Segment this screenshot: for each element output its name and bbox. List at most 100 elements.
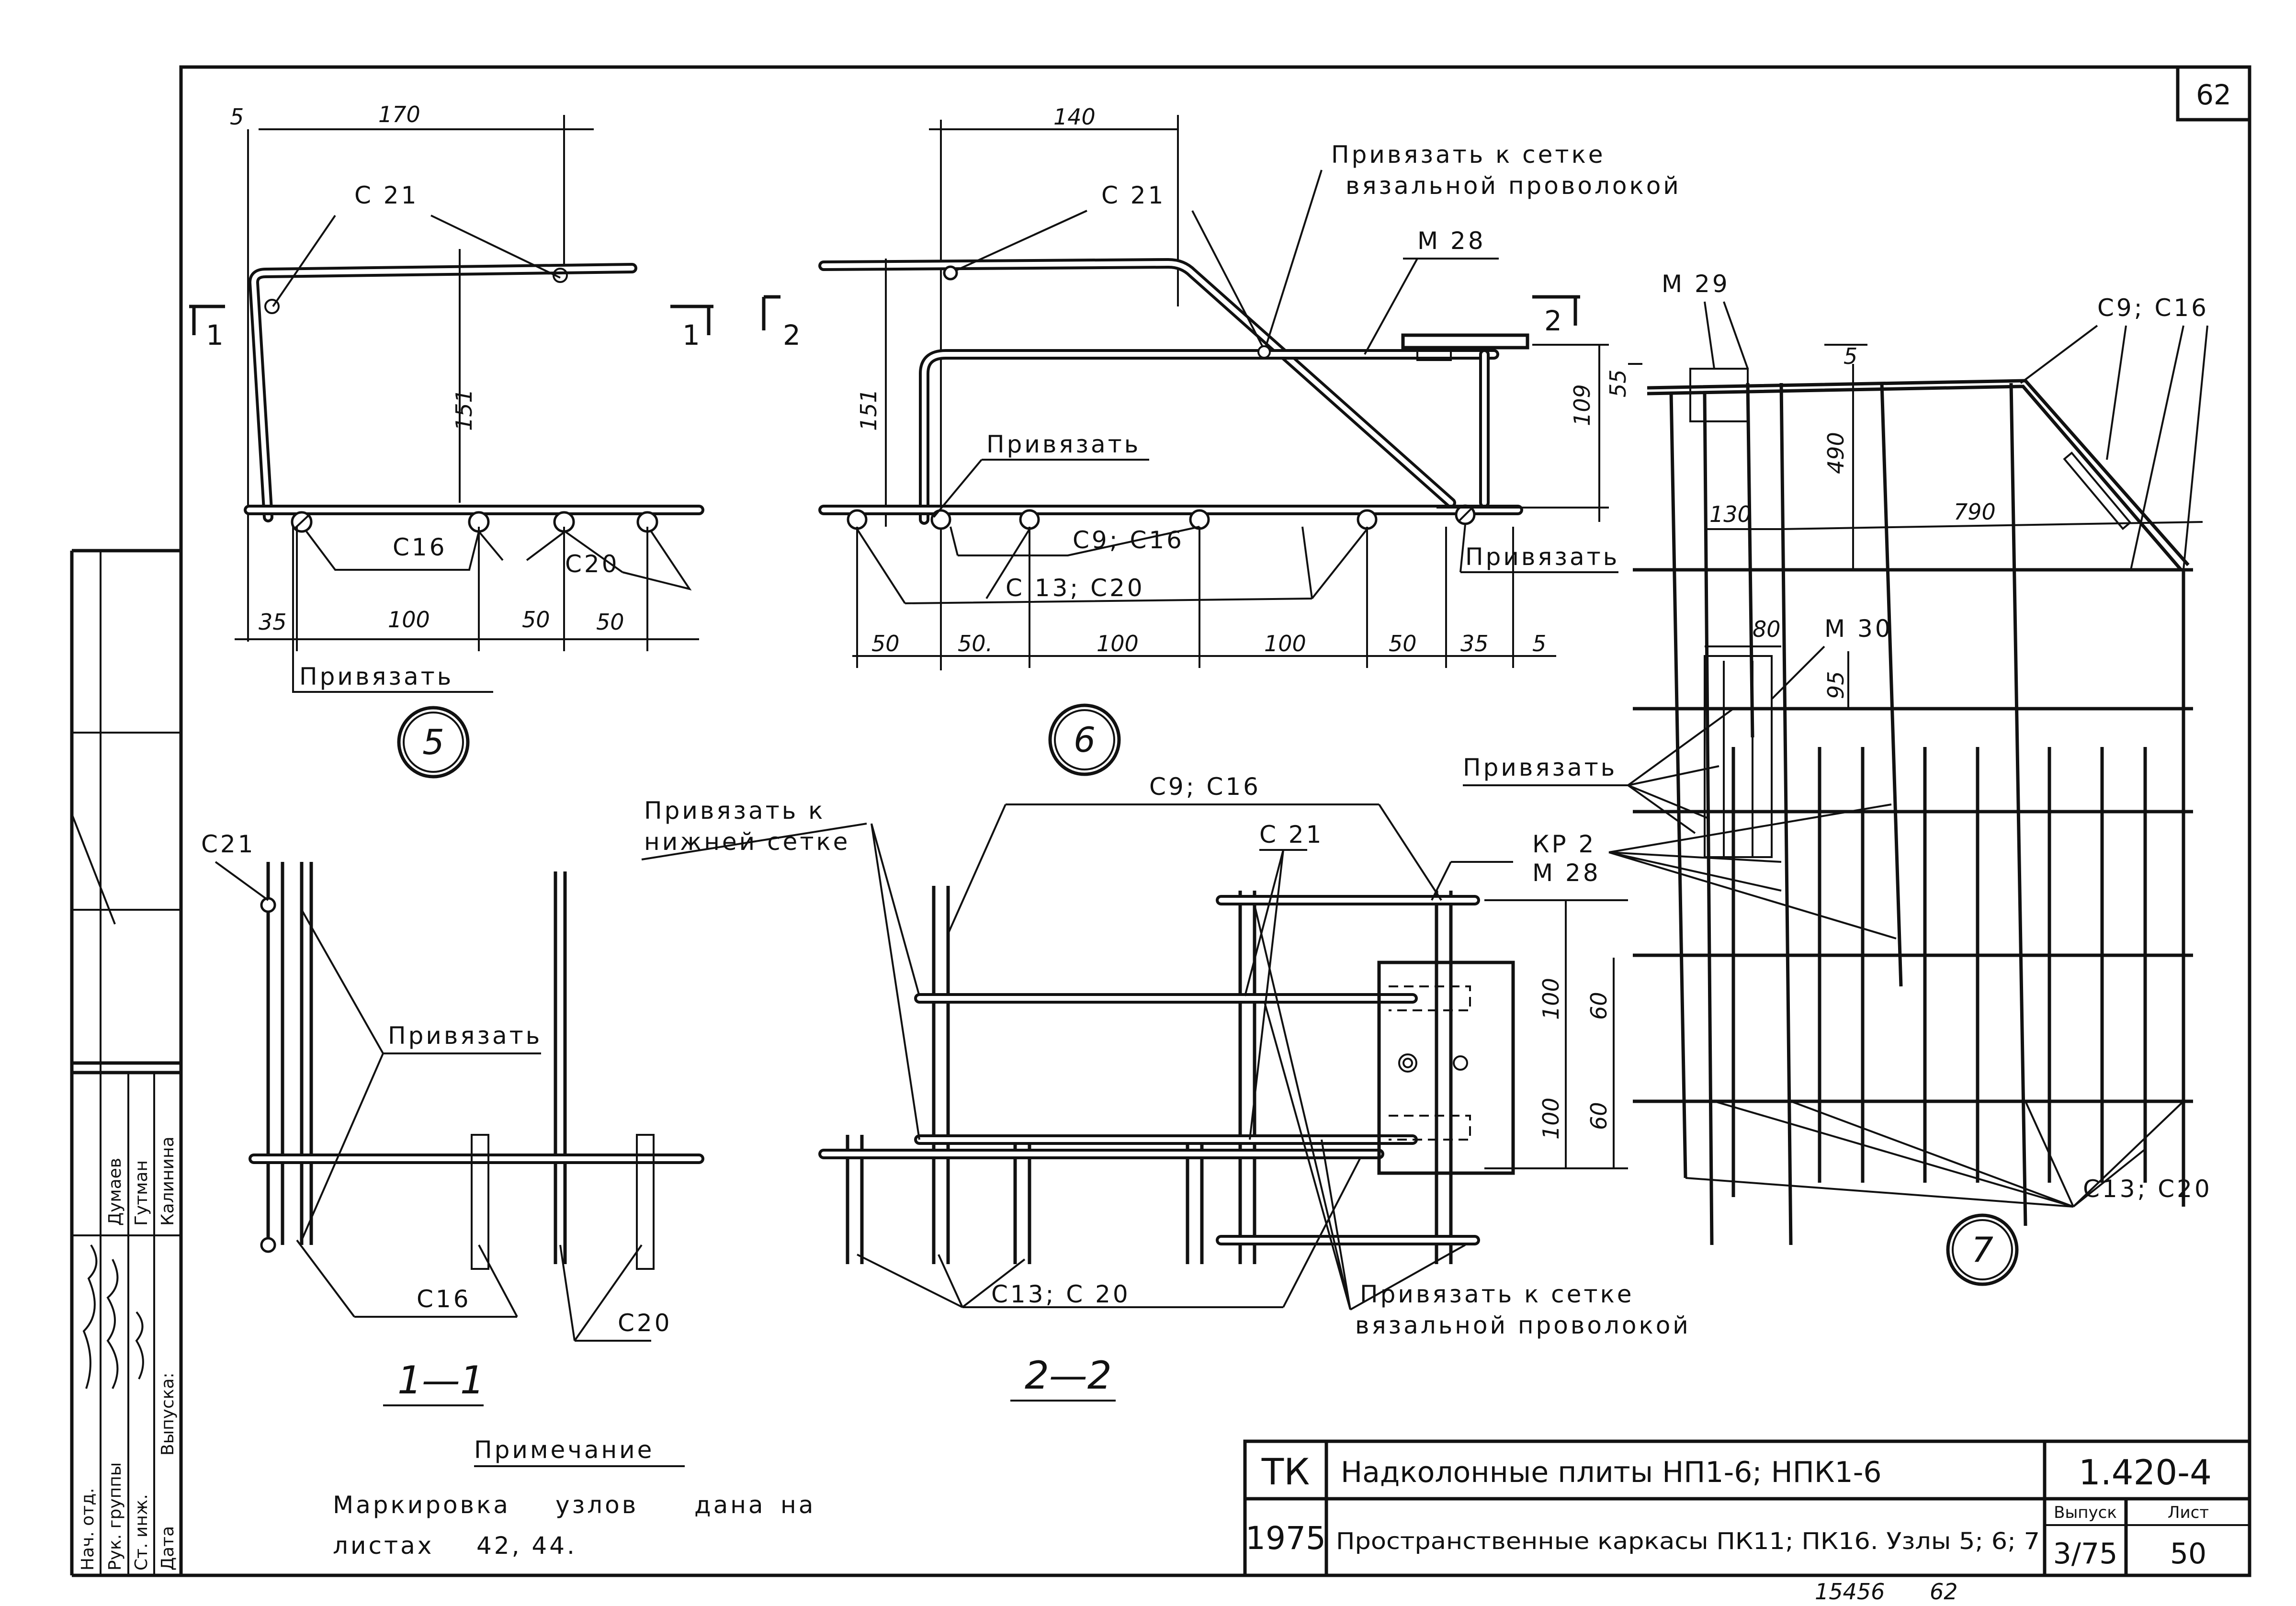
note-line1-c: дана xyxy=(694,1491,766,1519)
note-line1-a: Маркировка xyxy=(333,1491,510,1519)
dim-60-s22a: 60 xyxy=(1586,992,1612,1020)
side-row-4: Дата xyxy=(158,1526,178,1571)
tie-label-6a: Привязать xyxy=(986,430,1141,458)
section-mark-1-left xyxy=(189,305,225,335)
side-name-1: Думаев xyxy=(105,1158,125,1226)
tie-label-7: Привязать xyxy=(1463,754,1617,781)
mark-c21-6: С 21 xyxy=(1101,181,1165,209)
note-line1-b: узлов xyxy=(555,1491,638,1519)
node-6-circle xyxy=(1048,703,1121,776)
dim-130: 130 xyxy=(1709,501,1752,527)
bottom-number-right: 62 xyxy=(1930,1579,1958,1605)
dim-50-6a: 50 xyxy=(871,631,900,656)
dim-100-6a: 100 xyxy=(1097,631,1139,656)
dim-100-s22b: 100 xyxy=(1538,1097,1564,1140)
stamp-issue: 3/75 xyxy=(2053,1537,2118,1571)
section-mark-1-left-label: 1 xyxy=(206,319,224,351)
plate-m28 xyxy=(1401,333,1529,350)
node-5-drawing: 5 170 151 С 21 С16 С20 35 100 50 50 Прив… xyxy=(189,102,713,779)
dim-109: 109 xyxy=(1569,384,1595,426)
dim-35: 35 xyxy=(259,609,287,635)
dim-151-6: 151 xyxy=(856,389,882,431)
dim-100: 100 xyxy=(388,607,430,633)
dim-100-6b: 100 xyxy=(1264,631,1306,656)
dim-60-s22b: 60 xyxy=(1586,1102,1612,1130)
mark-c13-c20-s22: С13; С 20 xyxy=(991,1280,1131,1308)
node-6-label: 6 xyxy=(1074,720,1096,760)
dim-80: 80 xyxy=(1753,616,1781,642)
sheet-number: 62 xyxy=(2196,79,2231,111)
bar-c21-top xyxy=(248,263,637,522)
stamp-code: 1.420-4 xyxy=(2079,1452,2212,1493)
section-2-2-drawing: 100 60 60 100 С9; С16 С 21 Привязать к н… xyxy=(641,773,1688,1402)
dim-170: 170 xyxy=(378,102,420,127)
dim-50-6b: 50. xyxy=(958,631,993,656)
dim-790: 790 xyxy=(1954,499,1996,525)
side-stamp: Нач. отд. Рук. группы Ст. инж. Дата Дума… xyxy=(70,549,181,1577)
plate-m28-s22 xyxy=(1377,961,1515,1175)
note-title: Примечание xyxy=(474,1436,654,1464)
signature-2 xyxy=(106,1259,119,1389)
dim-55: 55 xyxy=(1605,369,1631,397)
dim-5-7: 5 xyxy=(1844,343,1857,369)
section-mark-1-right xyxy=(670,305,713,335)
section-mark-2-right xyxy=(1532,295,1580,326)
dim-151: 151 xyxy=(451,389,477,431)
mark-c20-s11: С20 xyxy=(618,1309,672,1337)
mark-c9-c16: С9; С16 xyxy=(1073,526,1184,554)
mark-c13-c20: С 13; С20 xyxy=(1006,574,1145,602)
tie-label-6b: Привязать xyxy=(1465,543,1619,571)
stamp-sheet: 50 xyxy=(2170,1537,2206,1571)
section-mark-2-left xyxy=(762,295,780,330)
stamp-title-1: Надколонные плиты НП1-6; НПК1-6 xyxy=(1341,1456,1882,1489)
node-5-circle xyxy=(397,706,470,779)
mark-m30: М 30 xyxy=(1824,615,1893,643)
mark-c21-s11: С21 xyxy=(201,830,256,858)
stamp-org: ТК xyxy=(1261,1450,1310,1493)
dim-50b: 50 xyxy=(596,609,624,635)
signature-3 xyxy=(135,1311,144,1380)
dim-490: 490 xyxy=(1823,432,1849,474)
side-row-3: Ст. инж. xyxy=(132,1494,151,1571)
stamp-issue-label: Выпуск xyxy=(2054,1503,2117,1522)
side-name-2: Гутман xyxy=(132,1160,151,1226)
bar-c21-6 xyxy=(818,258,1456,508)
side-issue-label: Выпуска: xyxy=(158,1372,178,1456)
mark-m28-7: М 28 xyxy=(1532,859,1601,887)
section-2-2-label: 2—2 xyxy=(1025,1353,1112,1398)
stamp-sheet-label: Лист xyxy=(2168,1503,2209,1522)
mark-c21: С 21 xyxy=(354,181,418,209)
note-line2-b: 42, 44. xyxy=(476,1532,577,1560)
section-mark-2-left-label: 2 xyxy=(783,319,801,351)
dim-5: 5 xyxy=(230,104,244,130)
dim-50-6c: 50 xyxy=(1389,631,1417,656)
grid-top-bar xyxy=(1647,379,2190,566)
side-row-2: Рук. группы xyxy=(105,1462,125,1571)
mark-c21-s22: С 21 xyxy=(1259,821,1323,848)
section-mark-2-right-label: 2 xyxy=(1544,305,1562,337)
note-wire-6-line2: вязальной проволокой xyxy=(1346,172,1681,200)
stamp-year: 1975 xyxy=(1245,1520,1326,1557)
mark-kp2: КР 2 xyxy=(1532,830,1596,858)
mark-c20: С20 xyxy=(565,550,620,578)
dim-5-6: 5 xyxy=(1532,631,1546,656)
tie-label-5: Привязать xyxy=(299,663,453,690)
node-7-circle xyxy=(1946,1213,2019,1286)
mark-c13-c20-7: С13; С20 xyxy=(2083,1175,2212,1203)
sheet-number-box xyxy=(2176,65,2251,122)
sheet-frame xyxy=(179,65,2251,1577)
side-name-3: Калинина xyxy=(158,1136,178,1226)
dim-35-6: 35 xyxy=(1460,631,1489,656)
mark-m29: М 29 xyxy=(1662,270,1730,298)
mark-c16: С16 xyxy=(393,533,447,561)
note-block: Примечание Маркировка узлов дана на лист… xyxy=(333,1436,813,1560)
section-1-1-drawing: С21 Привязать С16 С20 1—1 xyxy=(201,830,704,1406)
node-5-label: 5 xyxy=(422,722,444,762)
note-wire-s22-line1: Привязать к сетке xyxy=(1360,1280,1634,1308)
title-block: ТК 1975 Надколонные плиты НП1-6; НПК1-6 … xyxy=(1243,1439,2251,1577)
note-wire-6-line1: Привязать к сетке xyxy=(1331,141,1606,169)
dim-140: 140 xyxy=(1053,104,1096,130)
section-1-1-label: 1—1 xyxy=(397,1358,485,1402)
side-row-1: Нач. отд. xyxy=(78,1488,98,1571)
